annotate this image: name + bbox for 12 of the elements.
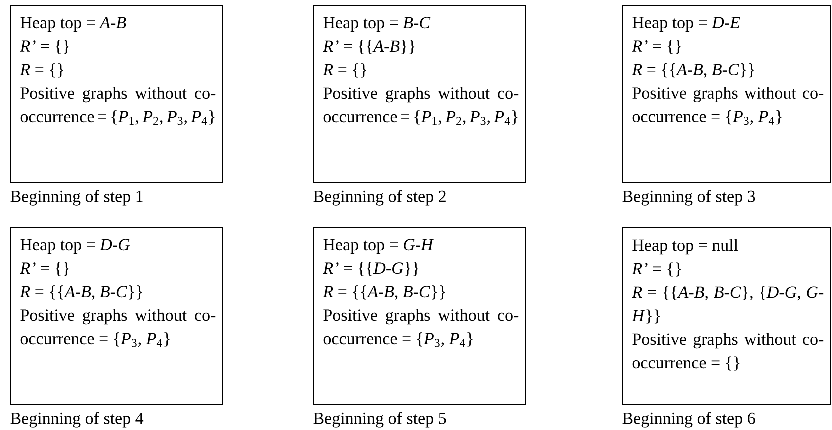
step-caption: Beginning of step 5 (314, 412, 446, 428)
step-box: Heap top = D-G R’ = {} R = {{A-B, B-C}} Positive graphs without co-occurrence = {P$_{3}$, P$_{4}$} (10, 227, 224, 406)
step-box: Heap top = D-E R’ = {} R = {{A-B, B-C}} Positive graphs without co-occurrence = {P$_{3}$, P$_{4}$} (622, 5, 832, 184)
step-box: Heap top = null R’ = {} R = {{A-B, B-C}, {D-G, G-H}} Positive graphs without co-occurrence = {} (622, 227, 832, 406)
step-box: Heap top = G-H R’ = {{D-G}} R = {{A-B, B-C}} Positive graphs without co-occurrence = {P$_{3}$, P$_{4}$} (313, 227, 526, 406)
step-caption: Beginning of step 4 (10, 412, 144, 428)
step-caption: Beginning of step 3 (622, 190, 756, 206)
step-box: Heap top = A-B R’ = {} R = {} Positive graphs without co-occurrence = {P$_{1}$, P$_{2}$, P$_{3}$, P$_{4}$} (10, 5, 224, 184)
step-caption: Beginning of step 2 (314, 190, 446, 206)
step-box: Heap top = B-C R’ = {{A-B}} R = {} Positive graphs without co-occurrence = {P$_{1}$, P$_{2}$, P$_{3}$, P$_{4}$} (313, 5, 526, 184)
step-caption: Beginning of step 1 (10, 190, 143, 206)
step-caption: Beginning of step 6 (622, 412, 756, 428)
